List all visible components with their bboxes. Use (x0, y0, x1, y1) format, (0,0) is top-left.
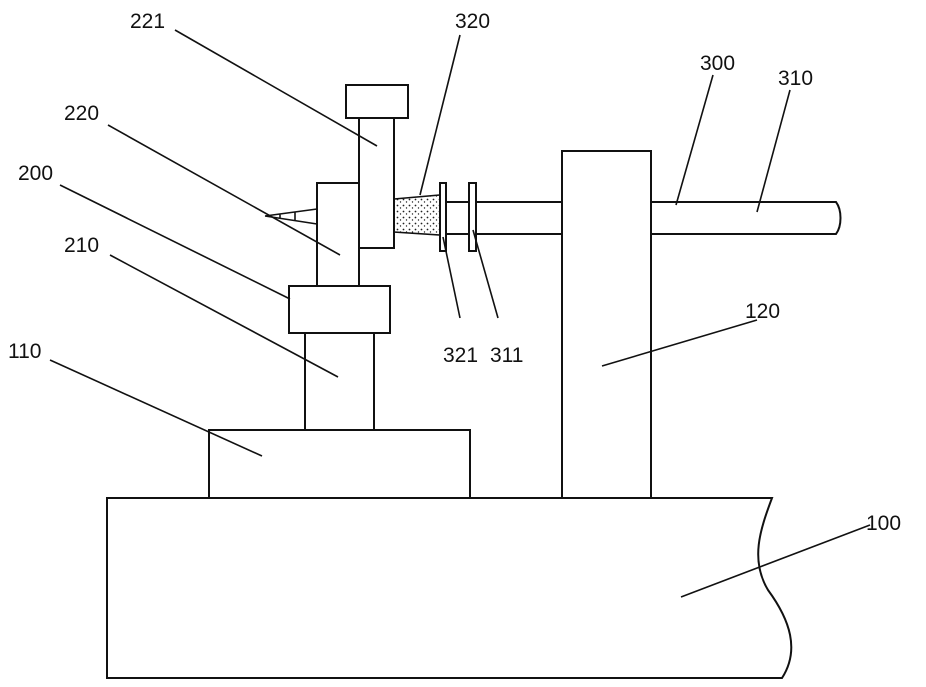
label-311: 311 (490, 344, 523, 367)
block-220 (317, 183, 359, 286)
block-110 (209, 430, 470, 498)
flange-311 (469, 183, 476, 251)
collar-200 (289, 286, 390, 333)
column-221 (359, 118, 394, 248)
label-220: 220 (64, 102, 99, 125)
label-300: 300 (700, 52, 735, 75)
label-210: 210 (64, 234, 99, 257)
label-320: 320 (455, 10, 490, 33)
label-310: 310 (778, 67, 813, 90)
base-100 (107, 498, 791, 678)
column-120 (562, 151, 651, 498)
label-221: 221 (130, 10, 165, 33)
label-120: 120 (745, 300, 780, 323)
post-210 (305, 333, 374, 430)
label-200: 200 (18, 162, 53, 185)
label-100: 100 (866, 512, 901, 535)
cap-221 (346, 85, 408, 118)
label-321: 321 (443, 344, 478, 367)
grinding-head-320 (394, 195, 440, 235)
label-110: 110 (8, 340, 41, 363)
